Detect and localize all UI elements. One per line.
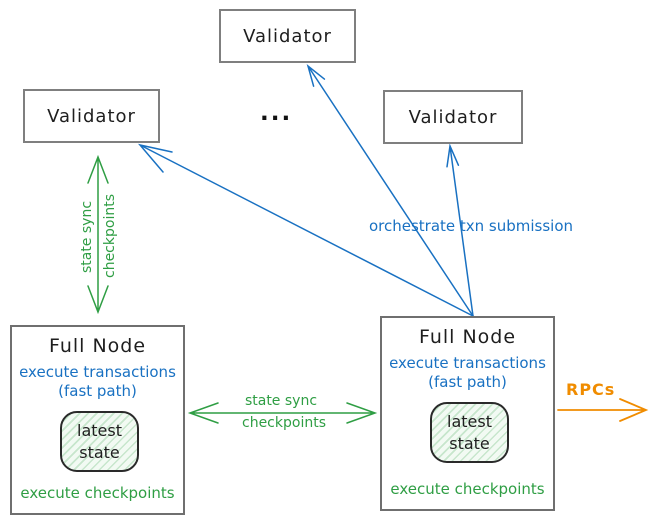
validator-box-left: Validator (23, 89, 160, 143)
validator-box-right: Validator (383, 90, 523, 144)
validator-right-label: Validator (408, 106, 498, 128)
full-node-right-execute-checkpoints: execute checkpoints (390, 480, 545, 498)
state-sync-horizontal-label-line2: checkpoints (242, 415, 326, 431)
orchestrate-txn-submission-label: orchestrate txn submission (368, 217, 574, 235)
state-sync-vertical-label-line1: state sync (79, 200, 95, 274)
validator-left-label: Validator (47, 105, 136, 127)
full-node-box-left: Full Node execute transactions (fast pat… (10, 325, 185, 515)
full-node-left-execute-transactions: execute transactions (19, 363, 176, 381)
full-node-right-latest-state-box: latest state (430, 402, 509, 463)
validator-top-label: Validator (243, 25, 332, 47)
validator-box-top: Validator (219, 9, 356, 63)
full-node-left-execute-checkpoints: execute checkpoints (20, 484, 175, 502)
rpcs-label: RPCs (566, 380, 616, 399)
full-node-right-fast-path: (fast path) (428, 373, 507, 391)
full-node-box-right: Full Node execute transactions (fast pat… (380, 316, 555, 511)
full-node-left-fast-path: (fast path) (58, 382, 137, 400)
full-node-right-execute-transactions: execute transactions (389, 354, 546, 372)
latest-state-line2: state (449, 433, 490, 453)
latest-state-line2: state (79, 442, 120, 462)
latest-state-line1: latest (447, 411, 492, 431)
state-sync-vertical-label-line2: checkpoints (102, 194, 118, 278)
full-node-left-title: Full Node (48, 335, 147, 357)
more-validators-ellipsis: ... (260, 100, 293, 126)
full-node-right-title: Full Node (418, 326, 517, 348)
state-sync-horizontal-label-line1: state sync (244, 393, 318, 409)
rpcs-arrow (557, 398, 649, 422)
full-node-left-latest-state-box: latest state (60, 411, 139, 472)
latest-state-line1: latest (77, 420, 122, 440)
